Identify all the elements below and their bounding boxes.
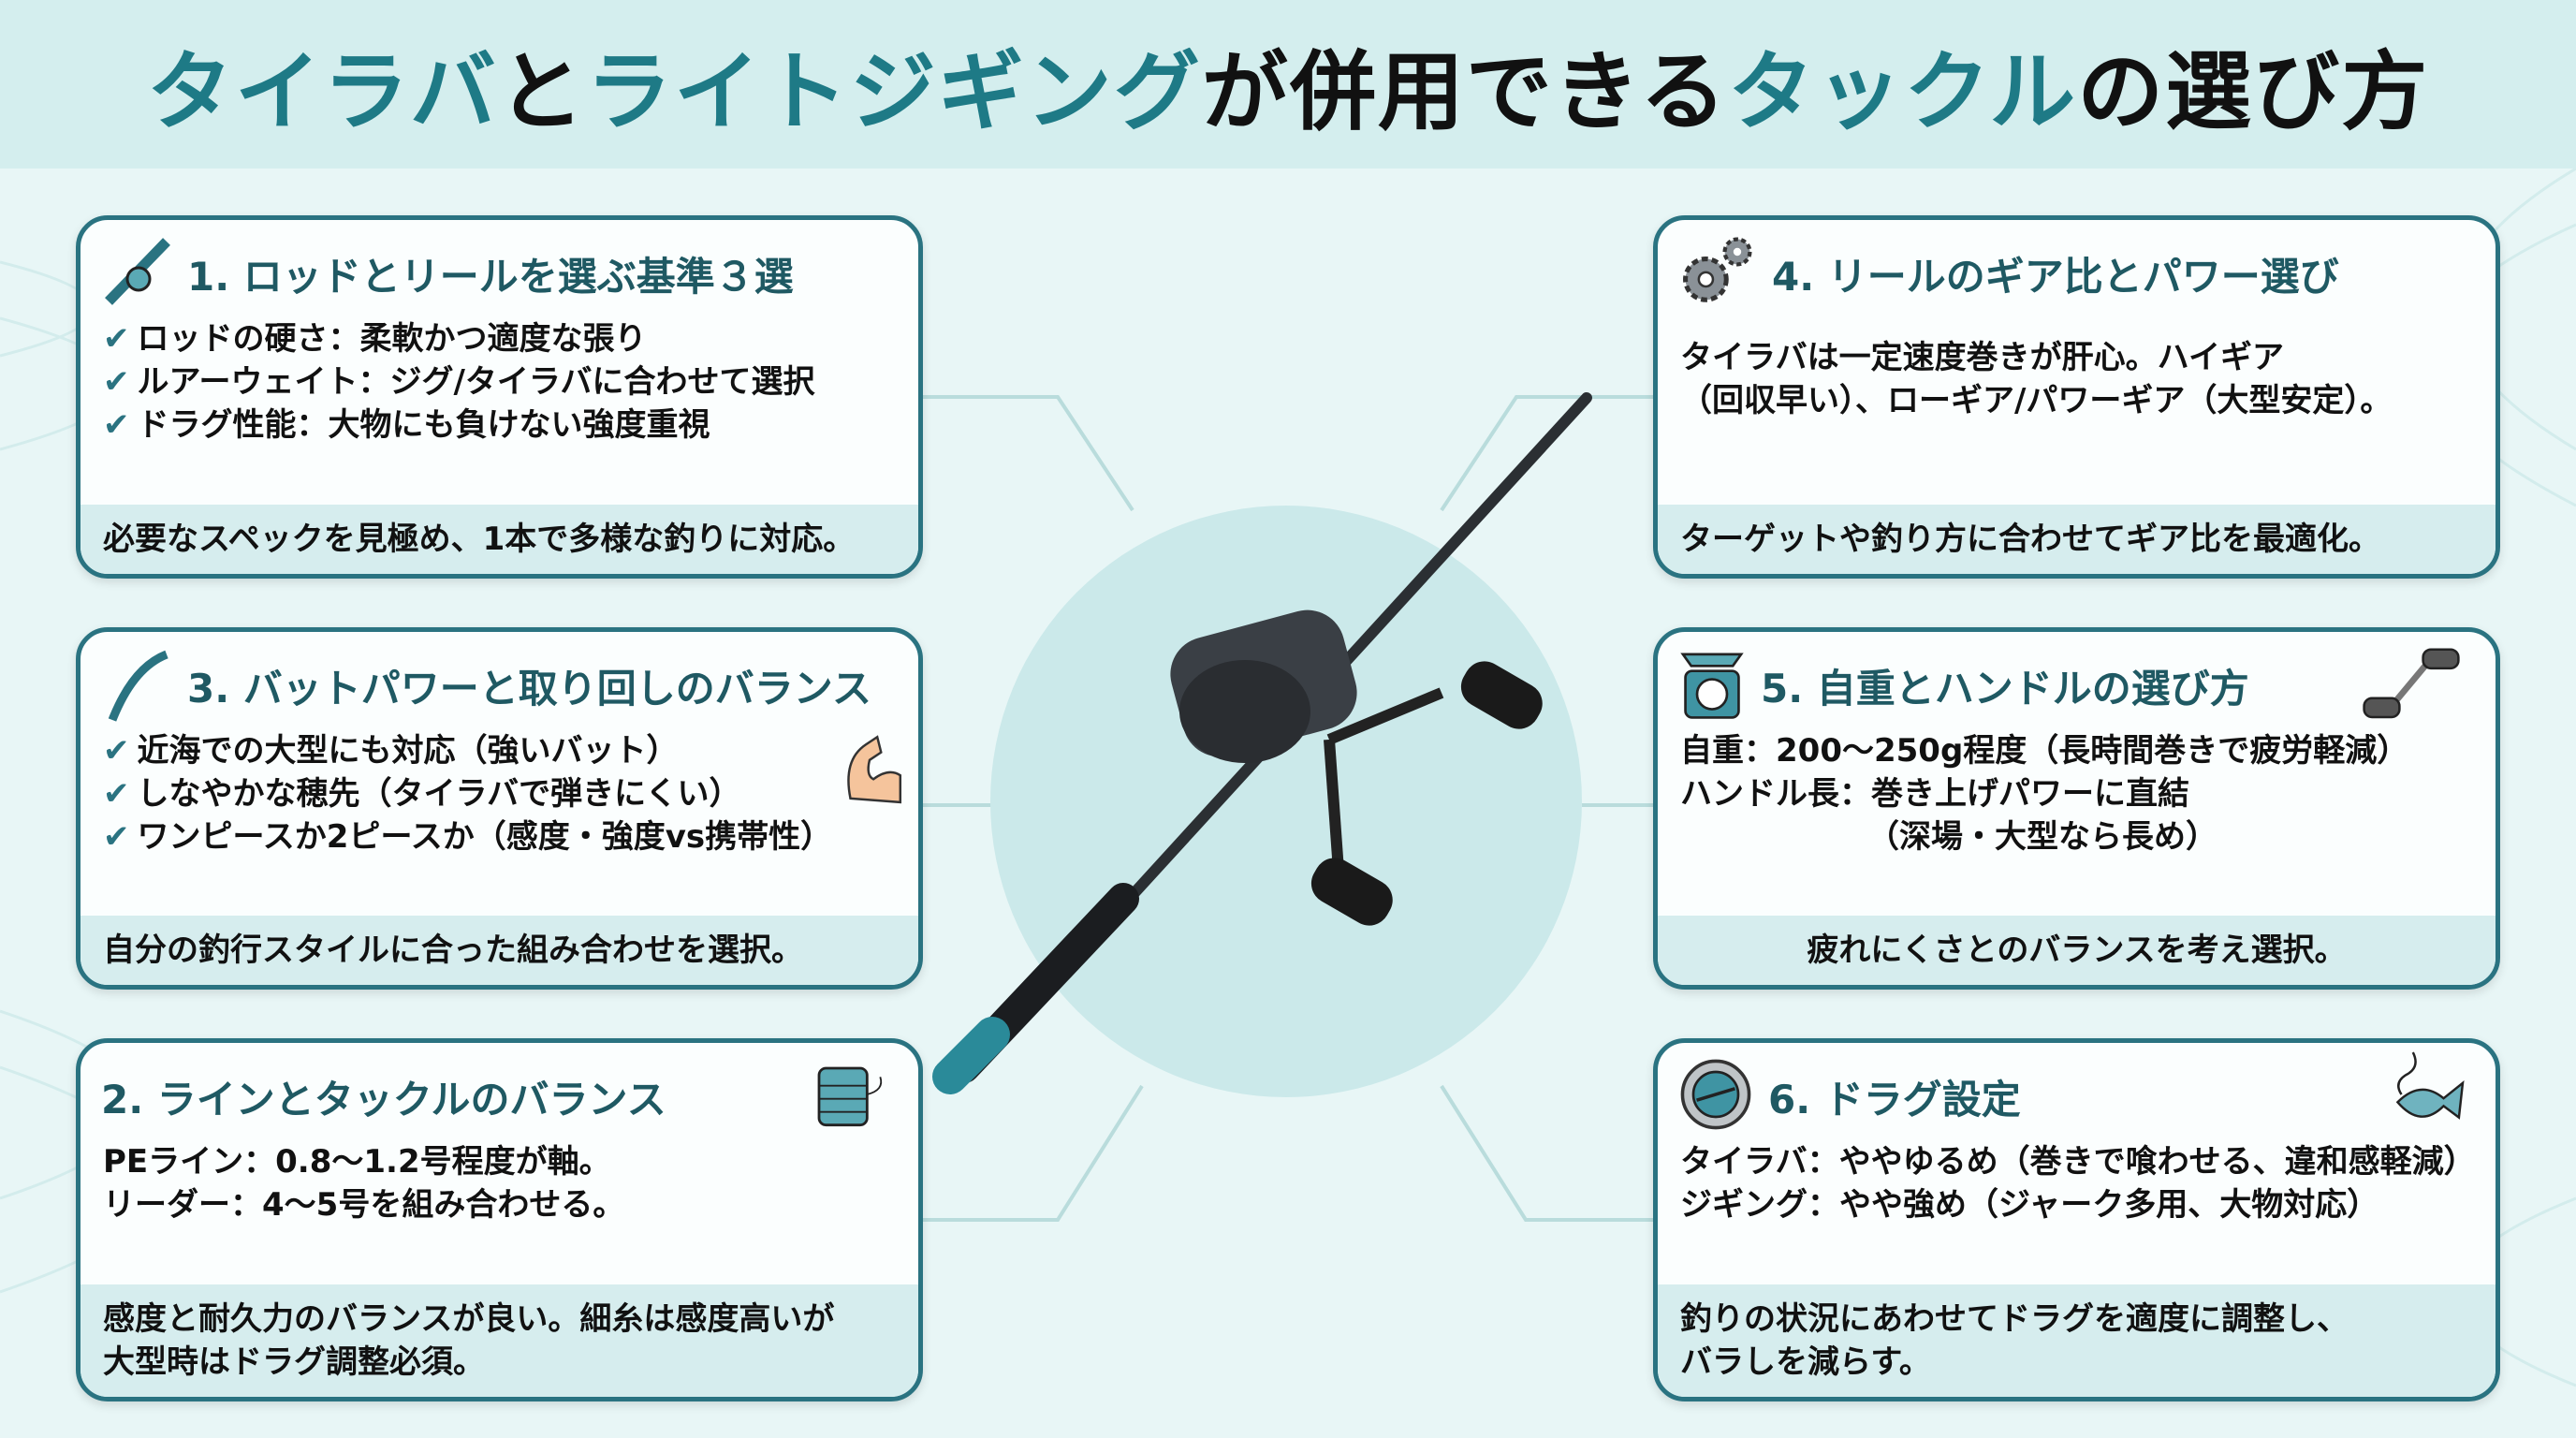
check-icon: ✔ (103, 406, 130, 444)
card-footer: 釣りの状況にあわせてドラグを適度に調整し、バラしを減らす。 (1658, 1284, 2496, 1397)
rod-reel-icon (101, 234, 172, 313)
card-footer: 疲れにくさとのバランスを考え選択。 (1658, 916, 2496, 985)
card-footer: ターゲットや釣り方に合わせてギア比を最適化。 (1658, 505, 2496, 574)
check-icon: ✔ (103, 363, 130, 401)
card-rod-reel-criteria: 1. ロッドとリールを選ぶ基準３選 ✔ロッドの硬さ：柔軟かつ適度な張り ✔ルアー… (76, 215, 923, 579)
list-item: ✔ロッドの硬さ：柔軟かつ適度な張り (103, 320, 647, 358)
card-weight-handle: 5. 自重とハンドルの選び方 自重：200〜250g程度（長時間巻きで疲労軽減）… (1653, 627, 2500, 990)
check-icon: ✔ (103, 775, 130, 813)
hooked-fish-icon (2374, 1049, 2467, 1137)
card-footer: 感度と耐久力のバランスが良い。細糸は感度高いが大型時はドラグ調整必須。 (80, 1284, 918, 1397)
list-item: ✔近海での大型にも対応（強いバット） (103, 732, 679, 770)
list-item: ✔ドラグ性能：大物にも負けない強度重視 (103, 406, 710, 444)
card-line-tackle-balance: 2. ラインとタックルのバランス PEライン：0.8〜1.2号程度が軸。 リーダ… (76, 1038, 923, 1401)
flexed-arm-icon (834, 729, 905, 817)
list-item: ✔しなやかな穂先（タイラバで弾きにくい） (103, 775, 741, 813)
gears-icon (1678, 232, 1757, 315)
list-item: ✔ルアーウェイト：ジグ/タイラバに合わせて選択 (103, 363, 815, 401)
header: タイラバとライトジギングが併用できるタックルの選び方 (0, 0, 2576, 169)
drag-knob-icon (1678, 1057, 1753, 1136)
bending-rod-icon (101, 643, 172, 727)
card-drag-setting: 6. ドラグ設定 タイラバ：ややゆるめ（巻きで喰わせる、違和感軽減） ジギング：… (1653, 1038, 2500, 1401)
check-icon: ✔ (103, 732, 130, 770)
check-icon: ✔ (103, 320, 130, 358)
scale-icon (1678, 646, 1746, 725)
card-gear-ratio: 4. リールのギア比とパワー選び タイラバは一定速度巻きが肝心。ハイギア （回収… (1653, 215, 2500, 579)
card-footer: 必要なスペックを見極め、1本で多様な釣りに対応。 (80, 505, 918, 574)
list-item: ✔ワンピースか2ピースか（感度・強度vs携帯性） (103, 818, 833, 856)
card-butt-power-balance: 3. バットパワーと取り回しのバランス ✔近海での大型にも対応（強いバット） ✔… (76, 627, 923, 990)
check-icon: ✔ (103, 818, 130, 856)
center-circle (990, 506, 1582, 1097)
page-title: タイラバとライトジギングが併用できるタックルの選び方 (146, 41, 2430, 142)
card-footer: 自分の釣行スタイルに合った組み合わせを選択。 (80, 916, 918, 985)
line-spool-icon (806, 1055, 885, 1137)
reel-handle-icon (2355, 643, 2467, 726)
